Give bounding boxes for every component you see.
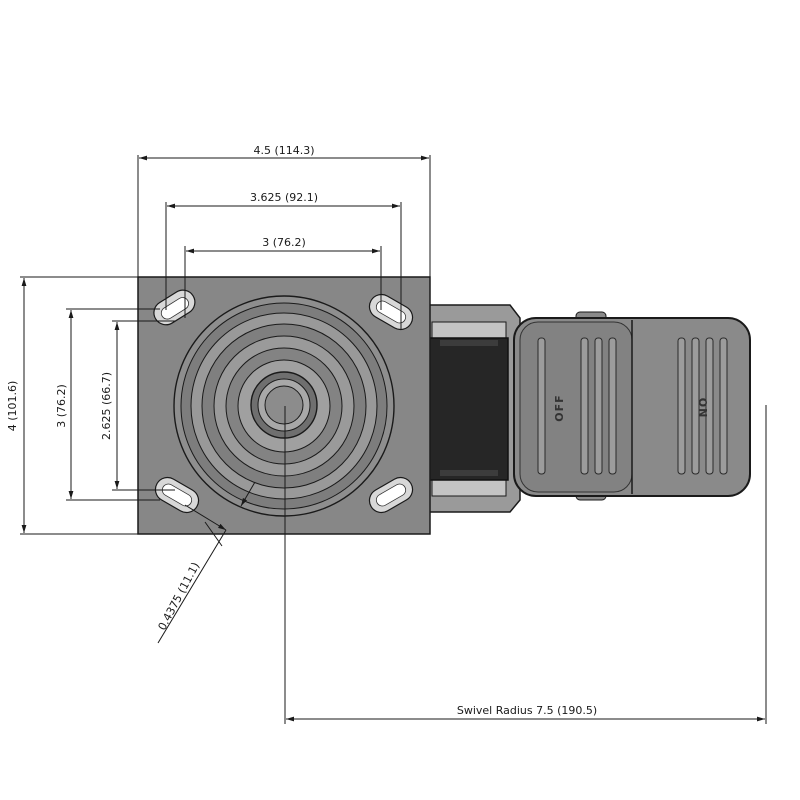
- wheel: [427, 337, 509, 481]
- wheel-shadow: [440, 470, 498, 476]
- on-ribs: [677, 337, 728, 475]
- off-ribs: [537, 337, 617, 475]
- dim-bolt-spacing-inner-y: 2.625 (66.7): [100, 372, 113, 440]
- fork-inner-slot-top: [431, 321, 507, 339]
- dim-bolt-spacing-outer-x: 3.625 (92.1): [250, 191, 318, 204]
- dim-line-slot-width: [157, 529, 227, 644]
- dim-plate-width: 4.5 (114.3): [253, 144, 314, 157]
- top-plate: [137, 276, 431, 535]
- dim-bolt-slot-width: 0.4375 (11.1): [156, 560, 203, 632]
- fork-inner-slot-bottom: [431, 479, 507, 497]
- kingpin-nut: [250, 371, 318, 439]
- brake-on-label: ON: [696, 398, 709, 419]
- bolt-slot-top-right: [368, 293, 414, 331]
- brake-assembly: OFF ON: [427, 304, 751, 513]
- dim-plate-height: 4 (101.6): [6, 381, 19, 432]
- dim-bolt-spacing-outer-y: 3 (76.2): [55, 384, 68, 428]
- brake-pedal[interactable]: [513, 317, 751, 497]
- wheel-highlight: [440, 340, 498, 346]
- dim-bolt-spacing-inner-x: 3 (76.2): [262, 236, 306, 249]
- brake-off-label: OFF: [553, 394, 566, 421]
- dim-swivel-radius: Swivel Radius 7.5 (190.5): [457, 704, 597, 717]
- bolt-slot-bottom-right: [368, 476, 414, 514]
